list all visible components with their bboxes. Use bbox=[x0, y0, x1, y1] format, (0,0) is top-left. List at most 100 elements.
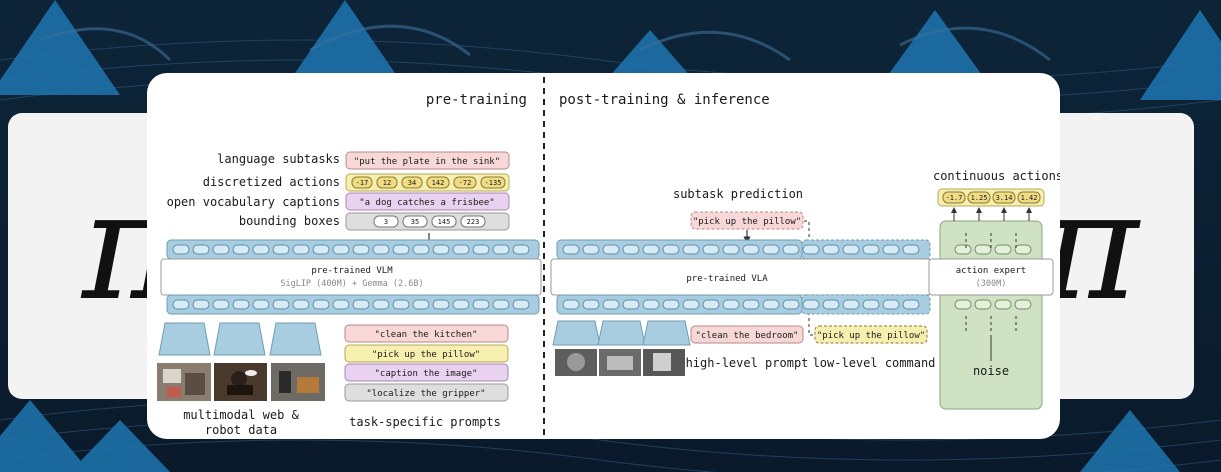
token bbox=[473, 245, 489, 254]
token bbox=[683, 300, 699, 309]
token bbox=[193, 245, 209, 254]
noise-label: noise bbox=[973, 364, 1009, 378]
token bbox=[373, 300, 389, 309]
image-encoder bbox=[553, 321, 600, 345]
token bbox=[193, 300, 209, 309]
image-encoder bbox=[643, 321, 690, 345]
discrete-action-token: 142 bbox=[432, 179, 445, 187]
token bbox=[955, 300, 971, 309]
token bbox=[413, 300, 429, 309]
pre-trained-vlm-box bbox=[161, 259, 541, 295]
token bbox=[563, 245, 579, 254]
token bbox=[603, 300, 619, 309]
token bbox=[623, 300, 639, 309]
token bbox=[955, 245, 971, 254]
robot-camera-image-1 bbox=[555, 349, 597, 376]
token bbox=[803, 245, 819, 254]
continuous-action-token: -1.7 bbox=[946, 194, 963, 202]
prompts-caption: task-specific prompts bbox=[349, 415, 501, 429]
language-subtask-value: "put the plate in the sink" bbox=[354, 157, 500, 167]
bbox-token: 3 bbox=[384, 218, 388, 226]
token bbox=[883, 245, 899, 254]
token bbox=[233, 245, 249, 254]
token bbox=[763, 245, 779, 254]
image-encoder bbox=[270, 323, 321, 355]
token bbox=[683, 245, 699, 254]
token bbox=[843, 245, 859, 254]
data-caption-line2: robot data bbox=[205, 423, 277, 437]
token bbox=[823, 245, 839, 254]
token bbox=[743, 245, 759, 254]
bbox-token: 35 bbox=[411, 218, 419, 226]
architecture-diagram: pre-training post-training & inference l… bbox=[147, 73, 1060, 439]
token bbox=[703, 245, 719, 254]
token bbox=[975, 300, 991, 309]
token bbox=[883, 300, 899, 309]
low-level-command-value: "pick up the pillow" bbox=[817, 331, 925, 341]
token bbox=[803, 300, 819, 309]
token bbox=[513, 300, 529, 309]
data-caption-line1: multimodal web & bbox=[183, 408, 299, 422]
image-encoder bbox=[598, 321, 645, 345]
token bbox=[213, 245, 229, 254]
prompt-pillow: "pick up the pillow" bbox=[372, 350, 480, 360]
token bbox=[783, 300, 799, 309]
label-open-vocabulary-captions: open vocabulary captions bbox=[167, 195, 340, 209]
token bbox=[273, 245, 289, 254]
high-level-prompt-value: "clean the bedroom" bbox=[696, 331, 799, 341]
token bbox=[493, 245, 509, 254]
token bbox=[603, 245, 619, 254]
post-training-header: post-training & inference bbox=[559, 92, 770, 108]
low-level-command-label: low-level command bbox=[813, 356, 936, 370]
token bbox=[273, 300, 289, 309]
token bbox=[493, 300, 509, 309]
token bbox=[433, 300, 449, 309]
token bbox=[863, 300, 879, 309]
token bbox=[253, 245, 269, 254]
token bbox=[903, 245, 919, 254]
token bbox=[995, 245, 1011, 254]
discrete-action-token: 34 bbox=[408, 179, 416, 187]
continuous-action-token: 3.14 bbox=[996, 194, 1013, 202]
token bbox=[413, 245, 429, 254]
bbox-token: 223 bbox=[467, 218, 480, 226]
pre-training-header: pre-training bbox=[426, 92, 527, 108]
token bbox=[763, 300, 779, 309]
token bbox=[353, 245, 369, 254]
label-bounding-boxes: bounding boxes bbox=[239, 214, 340, 228]
token bbox=[213, 300, 229, 309]
token bbox=[783, 245, 799, 254]
token bbox=[233, 300, 249, 309]
token bbox=[723, 245, 739, 254]
dog-frisbee-image bbox=[214, 363, 267, 401]
token bbox=[583, 300, 599, 309]
token bbox=[293, 245, 309, 254]
action-expert-box bbox=[929, 259, 1053, 295]
action-expert-subtitle: (300M) bbox=[976, 279, 1007, 289]
prompt-caption: "caption the image" bbox=[375, 369, 478, 379]
token bbox=[393, 245, 409, 254]
token bbox=[173, 245, 189, 254]
robot-camera-image-2 bbox=[599, 349, 641, 376]
vlm-title: pre-trained VLM bbox=[311, 266, 393, 276]
token bbox=[843, 300, 859, 309]
subtask-prediction-label: subtask prediction bbox=[673, 187, 803, 201]
robot-gripper-image bbox=[271, 363, 325, 401]
token bbox=[293, 300, 309, 309]
token bbox=[1015, 300, 1031, 309]
token bbox=[703, 300, 719, 309]
token bbox=[313, 245, 329, 254]
caption-value: "a dog catches a frisbee" bbox=[359, 198, 494, 208]
subtask-prediction-value: "pick up the pillow" bbox=[693, 217, 801, 227]
token bbox=[643, 245, 659, 254]
discrete-action-token: 12 bbox=[383, 179, 391, 187]
token bbox=[623, 245, 639, 254]
discrete-action-token: -17 bbox=[356, 179, 369, 187]
action-expert-title: action expert bbox=[956, 266, 1026, 276]
token bbox=[333, 300, 349, 309]
label-discretized-actions: discretized actions bbox=[203, 175, 340, 189]
robot-camera-image-3 bbox=[643, 349, 685, 376]
token bbox=[975, 245, 991, 254]
token bbox=[313, 300, 329, 309]
token bbox=[995, 300, 1011, 309]
